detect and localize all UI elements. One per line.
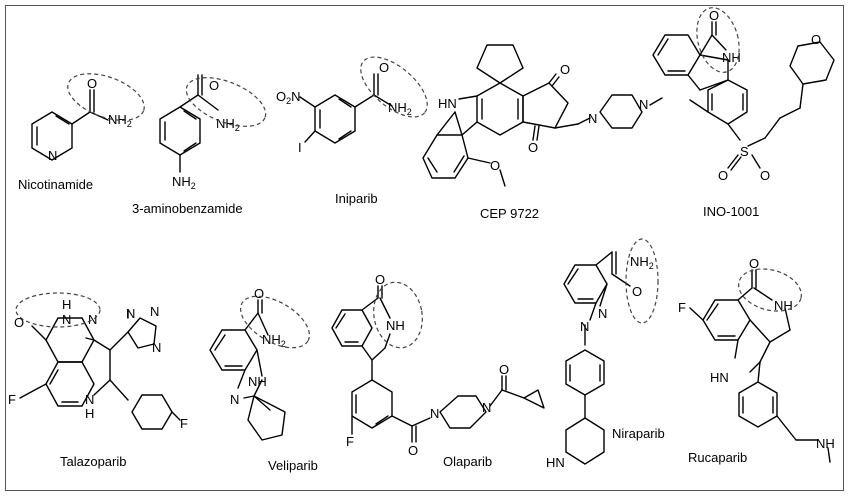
indazole-nitrogen: N — [598, 306, 607, 321]
niraparib-structure: NH2 O N N HN — [546, 238, 659, 470]
talazoparib-structure: O H N N N N N N H F F — [8, 292, 188, 431]
lactam-nh: NH — [722, 50, 741, 65]
amide-nh2: NH2 — [388, 100, 412, 117]
nitro-group: O2N — [276, 89, 301, 106]
olaparib-structure: O NH F O N N O — [331, 272, 545, 458]
iodine-atom: I — [298, 140, 302, 155]
lactam-highlight-ellipse — [696, 7, 740, 73]
label-iniparib: Iniparib — [335, 191, 378, 206]
3-aminobenzamide-structure: O NH2 NH2 — [159, 74, 267, 191]
piperidine-nh: HN — [546, 455, 565, 470]
label-3-aminobenzamide: 3-aminobenzamide — [132, 201, 243, 216]
figure-frame — [5, 5, 844, 491]
amide-highlight-ellipse — [67, 73, 145, 121]
lactam-highlight-ellipse — [15, 292, 101, 328]
label-ino-1001: INO-1001 — [703, 204, 759, 219]
sulfonyl-oxygen: O — [760, 168, 770, 183]
nitrogen-atom: N — [48, 148, 57, 163]
fluorine-atom: F — [678, 300, 686, 315]
methylamine-nh: NH — [816, 436, 835, 451]
nitrogen-atom: N — [88, 312, 97, 327]
oxygen-atom: O — [14, 315, 24, 330]
label-olaparib: Olaparib — [443, 454, 492, 469]
oxygen-atom: O — [709, 8, 719, 23]
nitrogen-atom: N — [62, 312, 71, 327]
amine-h: H — [85, 406, 94, 421]
label-veliparib: Veliparib — [268, 458, 318, 473]
imidazole-nitrogen: N — [230, 392, 239, 407]
oxygen-atom: O — [375, 272, 385, 287]
oxygen-atom: O — [87, 76, 97, 91]
triazole-nitrogen: N — [152, 340, 161, 355]
carbonyl-oxygen: O — [499, 362, 509, 377]
veliparib-structure: O NH2 NH N — [209, 286, 310, 441]
lactam-nh: NH — [386, 318, 405, 333]
iniparib-structure: O NH2 O2N I — [276, 56, 428, 155]
nicotinamide-structure: O N NH2 — [31, 73, 145, 163]
amide-nh2: NH2 — [216, 116, 240, 133]
amine-nh2: NH2 — [172, 174, 196, 191]
triazole-nitrogen: N — [126, 306, 135, 321]
indole-nh: HN — [438, 96, 457, 111]
amide-highlight-ellipse — [240, 295, 310, 349]
label-nicotinamide: Nicotinamide — [18, 177, 93, 192]
indazole-nitrogen: N — [580, 319, 589, 334]
amide-highlight-ellipse — [360, 56, 428, 118]
cep-9722-structure: O O O HN N N — [422, 44, 663, 187]
amide-nh2: NH2 — [630, 254, 654, 271]
label-cep-9722: CEP 9722 — [480, 206, 539, 221]
phthalazinone-nh: H — [62, 297, 71, 312]
label-talazoparib: Talazoparib — [60, 454, 127, 469]
lactam-highlight-ellipse — [738, 268, 802, 312]
fluorine-atom: F — [8, 392, 16, 407]
oxygen-atom: O — [379, 60, 389, 75]
indole-nh: HN — [710, 370, 729, 385]
sulfonyl-oxygen: O — [718, 168, 728, 183]
amide-highlight-ellipse — [185, 77, 267, 127]
oxygen-atom: O — [560, 62, 570, 77]
oxygen-atom: O — [209, 78, 219, 93]
pyran-oxygen: O — [811, 32, 821, 47]
oxygen-atom: O — [528, 140, 538, 155]
label-rucaparib: Rucaparib — [688, 450, 747, 465]
methoxy-oxygen: O — [490, 158, 500, 173]
lactam-highlight-ellipse — [373, 281, 423, 349]
piperazine-nitrogen: N — [430, 406, 439, 421]
label-niraparib: Niraparib — [612, 426, 665, 441]
amide-highlight-ellipse — [625, 238, 659, 324]
amide-nh2: NH2 — [262, 332, 286, 349]
sulfur-atom: S — [740, 144, 749, 159]
amine-nh: N — [85, 392, 94, 407]
imidazole-nh: NH — [248, 374, 267, 389]
fluorine-atom: F — [346, 434, 354, 449]
ino-1001-structure: O NH S O O O — [652, 7, 835, 183]
oxygen-atom: O — [632, 284, 642, 299]
rucaparib-structure: F O NH HN NH — [678, 256, 835, 463]
amide-nh2: NH2 — [108, 112, 132, 129]
carbonyl-oxygen: O — [408, 443, 418, 458]
fluorine-atom: F — [180, 416, 188, 431]
oxygen-atom: O — [254, 286, 264, 301]
triazole-nitrogen: N — [150, 304, 159, 319]
piperazine-nitrogen: N — [588, 111, 597, 126]
piperazine-nitrogen: N — [639, 97, 648, 112]
oxygen-atom: O — [749, 256, 759, 271]
piperazine-nitrogen: N — [482, 400, 491, 415]
